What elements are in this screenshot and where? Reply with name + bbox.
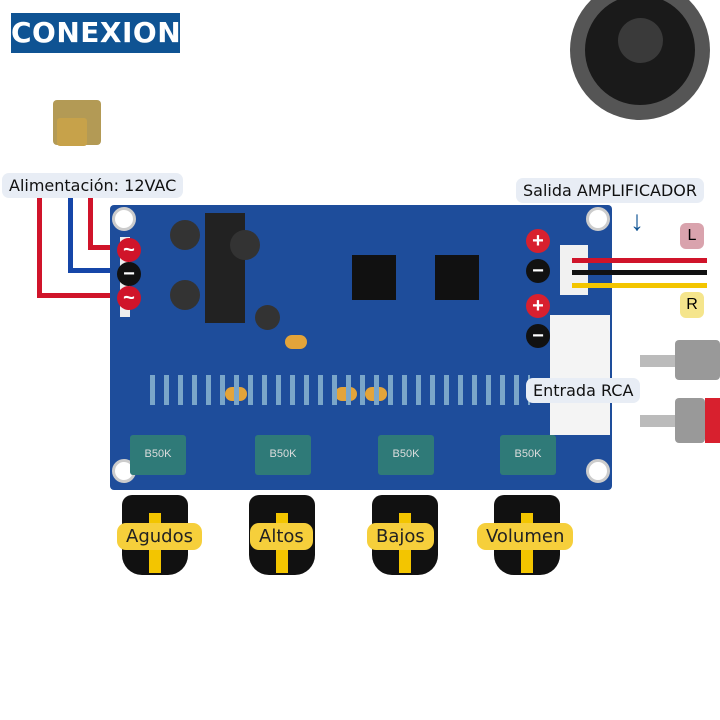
speaker-image — [560, 0, 720, 130]
mount-hole — [586, 207, 610, 231]
knob-label-volume: Volumen — [477, 523, 574, 550]
capacitor — [170, 220, 200, 250]
pot-treble: B50K — [130, 435, 186, 475]
output-wire-red — [572, 258, 707, 263]
capacitor — [170, 280, 200, 310]
tone-control-pcb: B50K B50K B50K B50K — [110, 205, 612, 490]
power-wire-blue-h — [68, 268, 122, 273]
pot-marking: B50K — [269, 448, 297, 460]
pot-bass: B50K — [378, 435, 434, 475]
rca-plug-white-pin — [640, 355, 680, 367]
capacitor — [230, 230, 260, 260]
pot-mid: B50K — [255, 435, 311, 475]
ac-icon: ~ — [117, 238, 141, 262]
rca-plug-red — [675, 398, 705, 443]
pot-volume: B50K — [500, 435, 556, 475]
power-wire-blue — [68, 198, 73, 273]
op-amp-chip — [352, 255, 396, 300]
rca-plug-white — [675, 340, 720, 380]
rca-plug-red-body — [705, 398, 720, 443]
minus-icon: − — [117, 262, 141, 286]
knob-label-bass: Bajos — [367, 523, 434, 550]
regulators — [205, 213, 245, 323]
resistor-array — [150, 375, 530, 405]
power-wire-red-2-h — [88, 245, 122, 250]
output-wire-black — [572, 270, 707, 275]
power-wire-red — [37, 198, 42, 298]
power-wire-red-h — [37, 293, 122, 298]
knob-label-treble: Agudos — [117, 523, 202, 550]
minus-icon: − — [526, 259, 550, 283]
output-wire-yellow — [572, 283, 707, 288]
left-channel-badge: L — [680, 223, 704, 249]
capacitor — [255, 305, 280, 330]
minus-icon: − — [526, 324, 550, 348]
components-row — [130, 345, 560, 349]
title-banner: CONEXION — [11, 13, 181, 53]
arrow-down-icon: ↓ — [630, 205, 644, 236]
plus-icon: + — [526, 229, 550, 253]
input-label: Entrada RCA — [526, 378, 641, 403]
ac-icon: ~ — [117, 286, 141, 310]
capacitor — [285, 335, 307, 349]
pot-marking: B50K — [144, 448, 172, 460]
mount-hole — [112, 207, 136, 231]
plus-icon: + — [526, 294, 550, 318]
rca-plug-red-pin — [640, 415, 680, 427]
pot-marking: B50K — [514, 448, 542, 460]
pot-marking: B50K — [392, 448, 420, 460]
op-amp-chip — [435, 255, 479, 300]
output-label: Salida AMPLIFICADOR — [516, 178, 704, 203]
knob-label-mid: Altos — [250, 523, 313, 550]
mount-hole — [586, 459, 610, 483]
power-label: Alimentación: 12VAC — [2, 173, 184, 198]
rca-jacks — [550, 315, 610, 435]
power-wire-red-2 — [88, 198, 93, 250]
transformer-image — [45, 100, 110, 155]
right-channel-badge: R — [680, 292, 704, 318]
